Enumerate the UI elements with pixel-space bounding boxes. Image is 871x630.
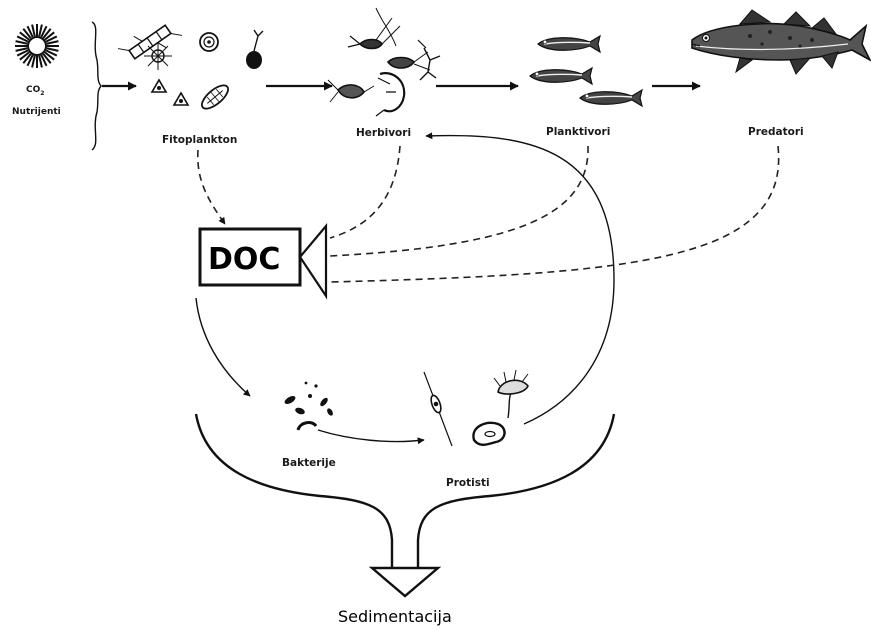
- protist-icon: [423, 369, 529, 447]
- zooplankton-icon: [327, 7, 441, 117]
- bacteria-icon: [284, 381, 333, 431]
- nutrients-label: Nutrijenti: [12, 107, 61, 117]
- protists-label: Protisti: [446, 477, 490, 489]
- large-fish-icon: [691, 9, 871, 75]
- co2-label: CO2: [26, 85, 44, 97]
- flow-doc-to-bacteria: [195, 297, 251, 397]
- flow-bacteria-to-protists: [317, 429, 425, 445]
- sun-icon: [15, 24, 59, 68]
- sedimentation-label: Sedimentacija: [338, 607, 452, 626]
- phytoplankton-label: Fitoplankton: [162, 134, 237, 146]
- sedimentation-arrow: [368, 566, 442, 598]
- flow-predators-to-doc: [329, 145, 780, 283]
- doc-funnel: [298, 222, 328, 300]
- doc-label: DOC: [208, 242, 280, 277]
- phytoplankton-cells-icon: [117, 24, 264, 110]
- predators-label: Predatori: [748, 126, 804, 138]
- sedimentation-funnel: [194, 413, 616, 568]
- herbivores-label: Herbivori: [356, 127, 411, 139]
- small-fish-icon: [529, 34, 643, 108]
- bacteria-label: Bakterije: [282, 457, 336, 469]
- flow-planktivores-to-doc: [329, 145, 589, 257]
- planktivores-label: Planktivori: [546, 126, 610, 138]
- flow-herbivores-to-doc: [329, 145, 401, 239]
- flow-phytoplankton-to-doc: [197, 149, 226, 225]
- input-brace: [91, 21, 102, 151]
- doc-box: [198, 227, 302, 287]
- flow-protists-to-herbivores: [425, 132, 615, 425]
